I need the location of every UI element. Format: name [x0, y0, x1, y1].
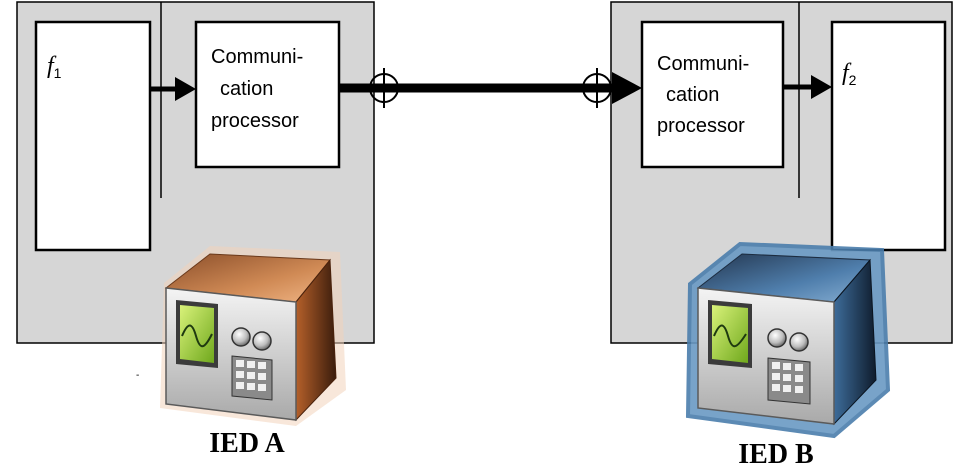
ied-b-caption: IED B: [738, 439, 813, 467]
ied-a-function-label: f1: [47, 53, 62, 81]
ied-b-processor-line-3: processor: [657, 115, 745, 137]
orange-test-device-icon: [160, 246, 346, 426]
ied-a-processor-line-3: processor: [211, 110, 299, 132]
network-link: [339, 68, 642, 108]
ied-a-function-box: [34, 20, 152, 252]
ied-a-internal-arrow-head: [175, 77, 196, 101]
ied-a-access-point-icon: [369, 68, 399, 108]
ied-b-function-box: [830, 20, 947, 252]
ied-b-communication-processor: [640, 20, 785, 169]
ied-a-caption: IED A: [209, 428, 285, 459]
ied-b-internal-arrow-head: [811, 75, 832, 99]
svg-text:-: -: [136, 370, 139, 381]
ied-b-panel: Communi- cation processor f2: [610, 1, 953, 344]
ied-a-communication-processor: [194, 20, 341, 169]
ied-a-processor-line-2: cation: [220, 78, 273, 100]
ied-b-processor-line-2: cation: [666, 84, 719, 106]
ied-b-processor-line-1: Communi-: [657, 53, 749, 75]
ied-a-processor-line-1: Communi-: [211, 46, 303, 68]
network-link-arrow-head: [612, 72, 642, 104]
blue-test-device-icon: [685, 241, 891, 439]
ied-b-function-label: f2: [842, 60, 857, 88]
ied-b-access-point-icon: [582, 68, 612, 108]
